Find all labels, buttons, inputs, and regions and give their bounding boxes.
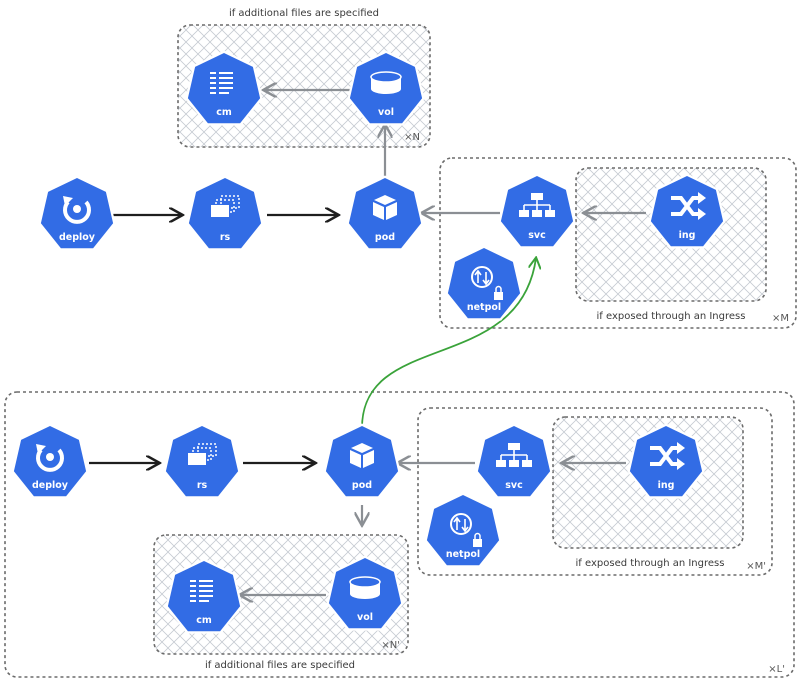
service-icon: [496, 443, 532, 467]
node-cm1: cm: [185, 50, 263, 126]
node-pod1: pod: [346, 175, 424, 251]
node-hexagon: [629, 426, 703, 497]
node-rs2: rs: [163, 423, 241, 499]
node-label: pod: [352, 480, 372, 491]
deploy-icon: [63, 196, 91, 224]
bottom-files-multiplicity: ×N': [381, 640, 400, 651]
node-vol2: vol: [326, 555, 404, 631]
node-netpol1: netpol: [445, 245, 523, 321]
node-svc2: svc: [475, 423, 553, 499]
node-cm2: cm: [165, 558, 243, 634]
node-hexagon: [325, 426, 399, 497]
node-label: rs: [197, 480, 208, 491]
top-service-multiplicity: ×M: [772, 313, 789, 324]
node-label: ing: [658, 480, 675, 491]
bottom-service-multiplicity: ×M': [746, 561, 766, 572]
node-hexagon: [13, 426, 87, 497]
node-label: svc: [528, 230, 545, 241]
node-label: deploy: [32, 480, 69, 491]
node-svc1: svc: [498, 173, 576, 249]
node-label: netpol: [446, 549, 480, 560]
top-files-caption: if additional files are specified: [229, 8, 379, 19]
node-label: cm: [196, 615, 212, 626]
node-label: svc: [505, 480, 522, 491]
node-label: ing: [679, 230, 696, 241]
bottom-files-caption: if additional files are specified: [205, 660, 355, 671]
node-netpol2: netpol: [424, 492, 502, 568]
network-policy-icon: [450, 513, 482, 547]
node-ing2: ing: [627, 423, 705, 499]
pod-icon: [350, 443, 374, 468]
bottom-outer-multiplicity: ×L': [768, 664, 785, 675]
volume-icon: [370, 71, 402, 94]
pod-icon: [373, 195, 397, 220]
node-label: netpol: [467, 302, 501, 313]
node-rs1: rs: [186, 175, 264, 251]
node-deploy1: deploy: [38, 175, 116, 251]
node-label: pod: [375, 232, 395, 243]
ingress-icon: [650, 442, 685, 470]
deploy-icon: [36, 444, 64, 472]
ingress-icon: [671, 192, 706, 220]
bottom-ingress-caption: if exposed through an Ingress: [576, 558, 725, 569]
volume-icon: [349, 576, 381, 599]
node-ing1: ing: [648, 173, 726, 249]
node-hexagon: [447, 248, 521, 319]
node-label: vol: [378, 107, 394, 118]
resource-nodes: deploy rs pod svc ing netpol vol cm deploy rs pod s…: [11, 50, 726, 634]
service-icon: [519, 193, 555, 217]
node-pod2: pod: [323, 423, 401, 499]
replicaset-icon: [211, 195, 240, 217]
top-ingress-caption: if exposed through an Ingress: [597, 311, 746, 322]
node-hexagon: [650, 176, 724, 247]
node-hexagon: [426, 495, 500, 566]
node-label: rs: [220, 232, 231, 243]
node-label: cm: [216, 107, 232, 118]
configmap-icon: [210, 72, 233, 94]
top-files-multiplicity: ×N: [404, 132, 420, 143]
node-label: vol: [357, 612, 373, 623]
node-vol1: vol: [347, 50, 425, 126]
node-label: deploy: [59, 232, 96, 243]
node-hexagon: [40, 178, 114, 249]
node-deploy2: deploy: [11, 423, 89, 499]
network-policy-icon: [471, 266, 503, 300]
configmap-icon: [190, 580, 213, 602]
node-hexagon: [348, 178, 422, 249]
replicaset-icon: [188, 443, 217, 465]
arrow-pod-bottom-to-svc-top: [361, 258, 536, 429]
